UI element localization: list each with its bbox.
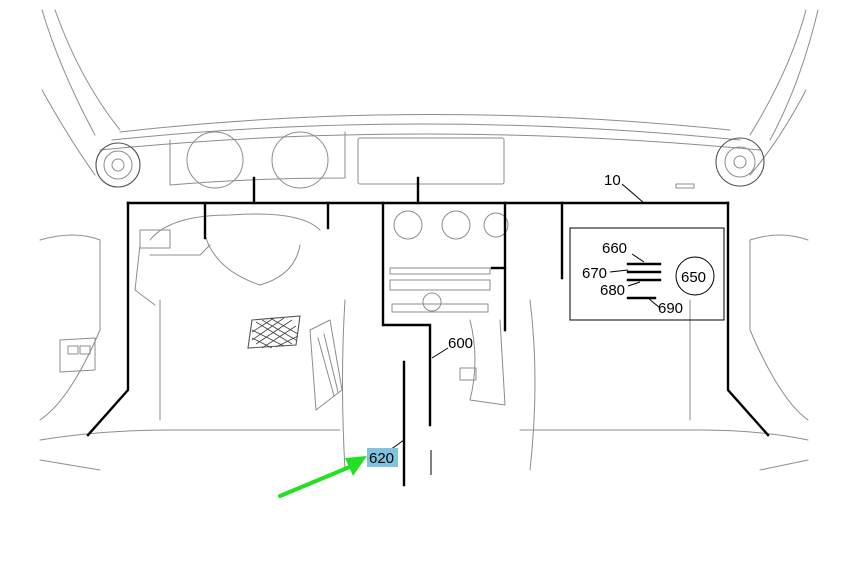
component-650-circle [675, 256, 715, 296]
label-660: 660 [602, 240, 627, 257]
console-left-lead [381, 201, 432, 427]
pointer-arrow-icon [278, 456, 367, 498]
left-vertical-lead [86, 201, 130, 437]
label-620-highlight [367, 448, 398, 467]
module-box [569, 227, 725, 321]
label-600: 600 [448, 335, 473, 352]
right-vertical-lead [726, 201, 770, 437]
label-670: 670 [582, 265, 607, 282]
lead-lines [86, 176, 770, 487]
label-690: 690 [658, 300, 683, 317]
car-interior-sketch [39, 9, 819, 471]
reference-labels: 10 600 650 660 670 680 690 620 [367, 172, 706, 467]
label-10: 10 [604, 172, 621, 189]
label-680: 680 [600, 282, 625, 299]
label-620: 620 [369, 450, 394, 467]
label-650: 650 [681, 269, 706, 286]
